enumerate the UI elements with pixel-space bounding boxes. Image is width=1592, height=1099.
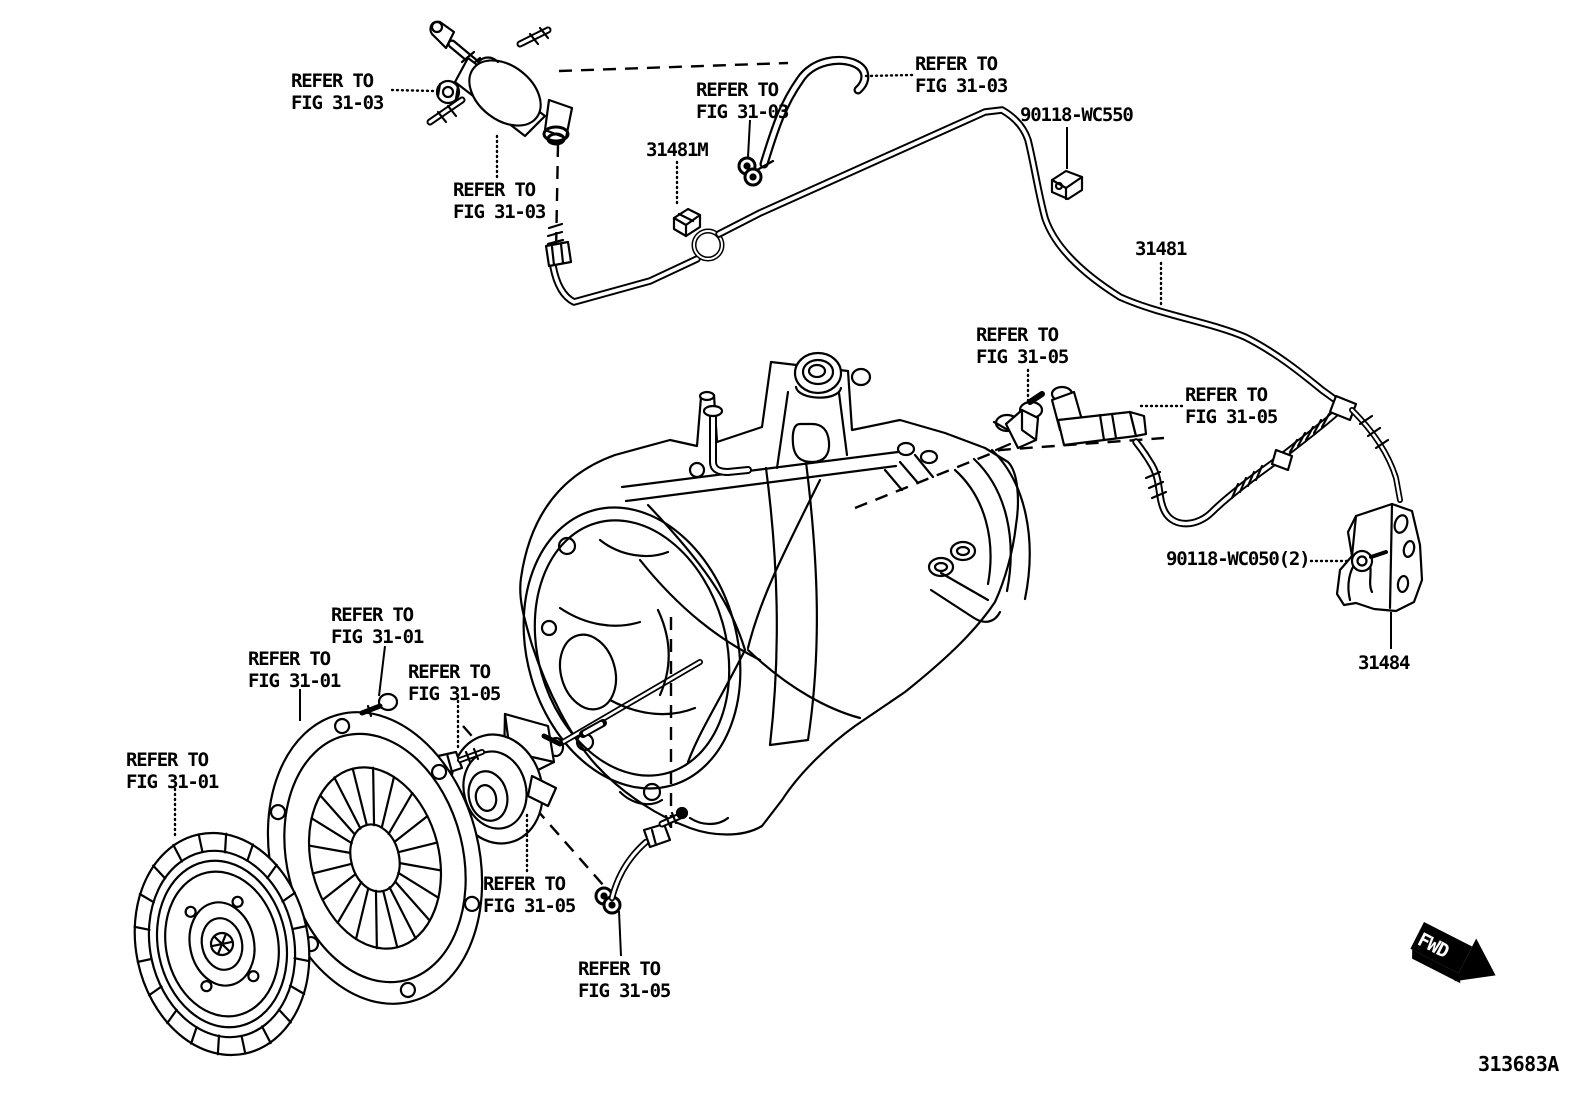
flexible-clutch-hose bbox=[1132, 394, 1403, 528]
hose-bracket-31484 bbox=[1335, 502, 1424, 613]
callout-part-31481M: 31481M bbox=[646, 139, 709, 161]
transmission-case bbox=[519, 351, 1044, 836]
callout-part-31481: 31481 bbox=[1135, 238, 1187, 260]
clutch-hose bbox=[737, 55, 870, 187]
release-cylinder-pipe bbox=[594, 806, 689, 915]
hose-elbow-fitting bbox=[1050, 385, 1148, 447]
cover-bolt bbox=[359, 692, 399, 718]
bolt-90118-WC050 bbox=[1350, 549, 1388, 573]
pipe-clamp-31481M bbox=[672, 207, 702, 238]
release-bearing-assembly bbox=[450, 712, 563, 845]
callout-part-90118-WC550: 90118-WC550 bbox=[1020, 104, 1134, 126]
callout-part-90118-WC050: 90118-WC050(2) bbox=[1166, 548, 1311, 570]
figure-code: 313683A bbox=[1478, 1052, 1559, 1076]
callout-part-31484: 31484 bbox=[1358, 652, 1410, 674]
fwd-arrow: FWD bbox=[1410, 922, 1496, 984]
clutch-pipe-31481 bbox=[544, 106, 1348, 410]
clutch-cover bbox=[266, 711, 484, 1005]
callout-leader-lines bbox=[173, 73, 1392, 957]
release-cylinder-connector bbox=[992, 391, 1045, 452]
clutch-master-cylinder bbox=[426, 20, 574, 146]
clip-90118-WC550 bbox=[1050, 169, 1084, 201]
clutch-disc bbox=[133, 831, 311, 1057]
